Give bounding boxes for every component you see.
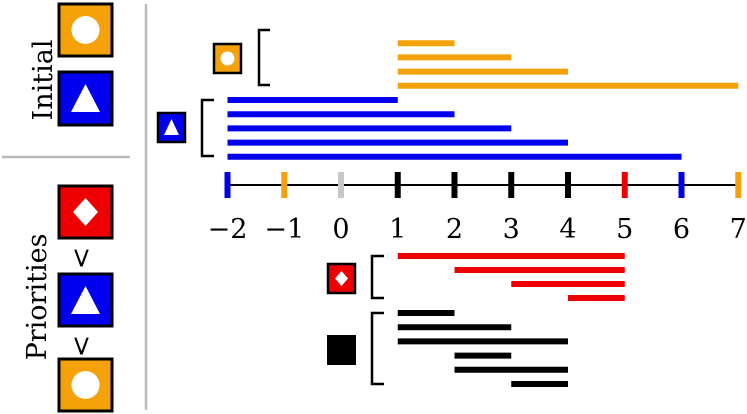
red-diamond-group [326,253,625,301]
triangle-icon [57,272,114,328]
circle-icon [57,2,114,58]
axis-tick-label: −1 [264,214,304,245]
sidebar: Initial Priorities < < [2,2,148,413]
group-bracket [200,98,214,158]
square-icon [327,335,356,365]
axis-tick-label: −2 [208,214,248,245]
diamond-icon [57,184,114,240]
group-bracket [370,311,384,386]
axis-tick-label: 7 [730,214,747,245]
axis-tick-label: 2 [446,214,463,245]
priorities-label: Priorities [22,234,53,361]
blue-triangle-group [156,97,682,160]
triangle-icon [57,70,114,127]
black-square-group [327,310,568,387]
diamond-icon [326,262,357,295]
axis-tick-label: 4 [559,214,576,245]
axis-tick-label: 0 [332,214,349,245]
group-bracket [370,254,384,300]
circle-icon [212,42,243,75]
initial-label: Initial [28,40,59,121]
less-than-symbol: < [66,247,97,270]
axis-tick-label: 5 [616,214,633,245]
orange-circle-group [212,28,739,89]
axis-tick-label: 3 [503,214,520,245]
triangle-icon [156,111,187,144]
axis-tick-label: 6 [673,214,690,245]
less-than-symbol: < [66,335,97,358]
circle-icon [57,357,114,413]
number-line: −2 −1 0 1 2 3 4 5 6 7 [208,172,747,245]
group-bracket [257,28,270,87]
axis-tick-label: 1 [389,214,406,245]
